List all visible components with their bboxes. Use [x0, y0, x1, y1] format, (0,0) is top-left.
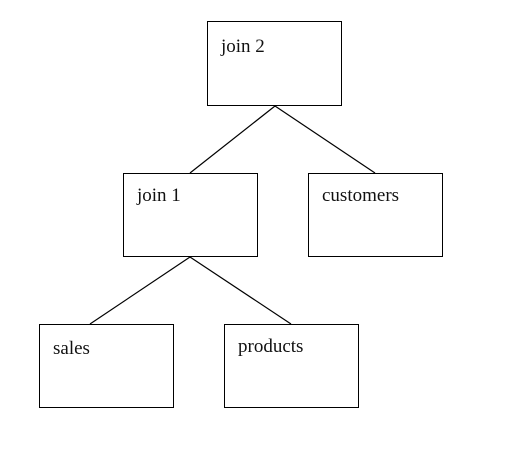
node-label-customers: customers — [322, 185, 400, 206]
node-customers: customers — [308, 173, 443, 257]
node-label-join-1: join 1 — [137, 185, 181, 206]
edge-join1-products — [189, 256, 292, 325]
node-label-join-2: join 2 — [221, 36, 265, 57]
node-products: products — [224, 324, 359, 408]
node-join-1: join 1 — [123, 173, 258, 257]
edge-join2-customers — [274, 105, 376, 174]
node-sales: sales — [39, 324, 174, 408]
node-join-2: join 2 — [207, 21, 342, 106]
edge-join1-sales — [89, 256, 191, 325]
node-label-sales: sales — [53, 338, 90, 359]
node-label-products: products — [238, 336, 304, 357]
edge-join2-join1 — [189, 105, 276, 174]
